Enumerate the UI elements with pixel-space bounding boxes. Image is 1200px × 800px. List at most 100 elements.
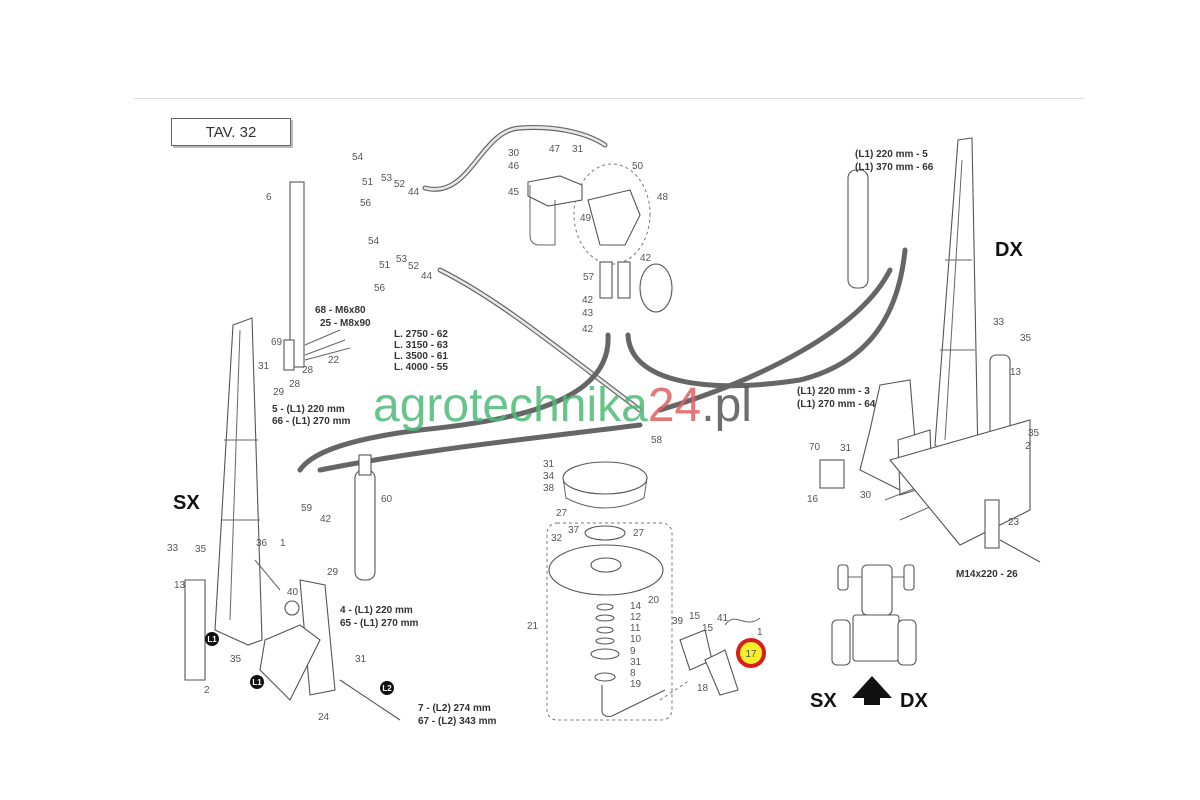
callout-56: 56 [360,198,372,209]
callout-42: 42 [582,324,594,335]
dx-label: DX [995,239,1023,261]
watermark-part2: 24 [647,379,702,432]
callout-39: 39 [672,616,684,627]
hydraulic-hoses [297,124,908,473]
callout-37: 37 [568,525,580,536]
callout-4-l1-220-mm: 4 - (L1) 220 mm [340,605,413,616]
callout-15: 15 [702,623,714,634]
callout-35: 35 [195,544,207,555]
sx-label-bottom: SX [810,690,837,712]
callout-24: 24 [318,712,330,723]
callout-70: 70 [809,442,821,453]
callout-31: 31 [572,144,584,155]
watermark-part1: agrotechnika [373,379,648,432]
callout-66-l1-270-mm: 66 - (L1) 270 mm [272,416,350,427]
callout-54: 54 [368,236,380,247]
callout-7-l2-274-mm: 7 - (L2) 274 mm [418,703,491,714]
highlight-label: 17 [745,649,757,660]
callout-31: 31 [258,361,270,372]
left-bracket [259,579,401,721]
left-frame [184,317,281,681]
badge-l1: L1 [252,678,262,687]
callout-l-3150-63: L. 3150 - 63 [394,340,448,351]
callout-18: 18 [697,683,709,694]
cylinder-60 [354,454,376,581]
callout-31: 31 [630,657,642,668]
callout-9: 9 [630,646,636,657]
callout-15: 15 [689,611,701,622]
callout-22: 22 [328,355,340,366]
callout-68-m6x80: 68 - M6x80 [315,305,366,316]
callout-30: 30 [860,490,872,501]
badge-l1: L1 [207,635,217,644]
callout-48: 48 [657,192,669,203]
callout-53: 53 [381,173,393,184]
callout-34: 34 [543,471,555,482]
callout-52: 52 [394,179,406,190]
callout-29: 29 [273,387,285,398]
callout--l1-270-mm-64: (L1) 270 mm - 64 [797,399,876,410]
badge-l2: L2 [382,684,392,693]
callout-58: 58 [651,435,663,446]
callout-25-m8x90: 25 - M8x90 [320,318,371,329]
callout-20: 20 [648,595,660,606]
callout-31: 31 [543,459,555,470]
callout-1: 1 [280,538,286,549]
callout-2: 2 [1025,441,1031,452]
callout-23: 23 [1008,517,1020,528]
callout-52: 52 [408,261,420,272]
callout-31: 31 [840,443,852,454]
callout-42: 42 [640,253,652,264]
callout-21: 21 [527,621,539,632]
callout-42: 42 [320,514,332,525]
callout-35: 35 [1028,428,1040,439]
callout-41: 41 [717,613,729,624]
callout-31: 31 [355,654,367,665]
callout-11: 11 [630,623,641,634]
callout-m14x220-26: M14x220 - 26 [956,569,1018,580]
callout-65-l1-270-mm: 65 - (L1) 270 mm [340,618,418,629]
callout-2: 2 [204,685,210,696]
callout-43: 43 [582,308,594,319]
callout-30: 30 [508,148,520,159]
callout-49: 49 [580,213,592,224]
callout-51: 51 [379,260,391,271]
callout-40: 40 [287,587,299,598]
callout-l-4000-55: L. 4000 - 55 [394,362,448,373]
length-badges: L1 L1 L2 [205,632,394,695]
callout-36: 36 [256,538,268,549]
callout-45: 45 [508,187,520,198]
callout-33: 33 [993,317,1005,328]
callout-28: 28 [289,379,301,390]
callout-14: 14 [630,601,642,612]
right-frame [819,137,1041,563]
callout-51: 51 [362,177,374,188]
callout-42: 42 [582,295,594,306]
watermark: agrotechnika24.pl [373,382,752,430]
callout-33: 33 [167,543,179,554]
callout-13: 13 [174,580,186,591]
sx-label: SX [173,492,200,514]
disc-assembly [546,461,761,721]
callout-44: 44 [408,187,420,198]
callout-53: 53 [396,254,408,265]
highlight-callout-17[interactable]: 17 [736,638,766,668]
callout-50: 50 [632,161,644,172]
tractor-icon [831,564,917,705]
callout-5-l1-220-mm: 5 - (L1) 220 mm [272,404,345,415]
callout-59: 59 [301,503,313,514]
callout-27: 27 [633,528,645,539]
callout-8: 8 [630,668,636,679]
callout-10: 10 [630,634,642,645]
callout--l1-220-mm-5: (L1) 220 mm - 5 [855,149,928,160]
callout-44: 44 [421,271,433,282]
callout-32: 32 [551,533,563,544]
valve-block [527,163,673,313]
callout--l1-370-mm-66: (L1) 370 mm - 66 [855,162,934,173]
plate-title: TAV. 32 [171,118,291,146]
callout-67-l2-343-mm: 67 - (L2) 343 mm [418,716,496,727]
callout--l1-220-mm-3: (L1) 220 mm - 3 [797,386,870,397]
